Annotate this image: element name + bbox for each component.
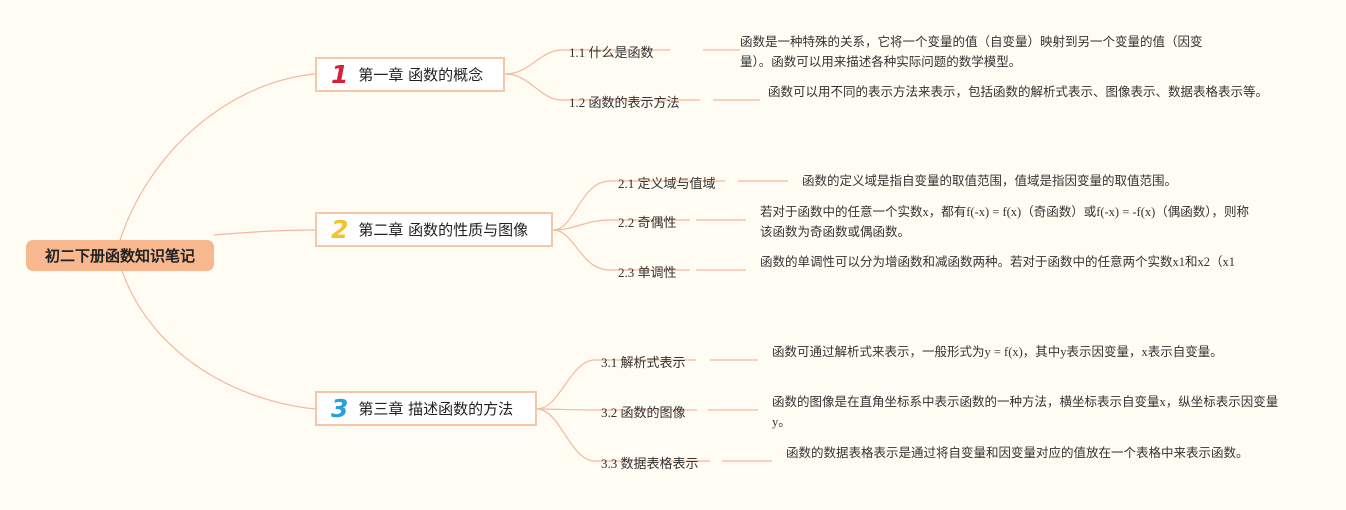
- chapter-number-1: 1: [331, 60, 349, 89]
- topic-1-1-desc: 函数是一种特殊的关系，它将一个变量的值（自变量）映射到另一个变量的值（因变量）。…: [740, 35, 1203, 69]
- link-ch3-t3: [536, 408, 710, 462]
- link-root-ch2: [213, 229, 316, 236]
- root-node[interactable]: 初二下册函数知识笔记: [26, 240, 214, 271]
- link-ch2-t3: [552, 229, 690, 271]
- chapter-2-node[interactable]: 2 第二章 函数的性质与图像: [315, 212, 553, 247]
- link-ch2-t2: [552, 219, 690, 231]
- chapter-3-title: 第三章 描述函数的方法: [358, 400, 514, 418]
- link-ch3-t1: [536, 359, 696, 410]
- root-title: 初二下册函数知识笔记: [44, 247, 195, 265]
- link-root-ch1: [119, 73, 316, 241]
- topic-3-3[interactable]: 3.3 数据表格表示: [601, 456, 699, 471]
- topic-2-2-desc: 若对于函数中的任意一个实数x，都有f(-x) = f(x)（奇函数）或f(-x)…: [760, 205, 1250, 239]
- chapter-number-2: 2: [331, 215, 349, 244]
- link-root-ch3: [121, 270, 316, 410]
- link-ch1-t1: [504, 49, 670, 75]
- topic-3-2[interactable]: 3.2 函数的图像: [601, 405, 686, 420]
- topic-1-2-desc: 函数可以用不同的表示方法来表示，包括函数的解析式表示、图像表示、数据表格表示等。: [768, 85, 1269, 99]
- topic-3-3-desc: 函数的数据表格表示是通过将自变量和因变量对应的值放在一个表格中来表示函数。: [786, 446, 1249, 460]
- chapter-2-title: 第二章 函数的性质与图像: [358, 221, 529, 239]
- topic-2-3[interactable]: 2.3 单调性: [618, 265, 677, 280]
- chapter-3-node[interactable]: 3 第三章 描述函数的方法: [315, 391, 537, 426]
- topic-3-1[interactable]: 3.1 解析式表示: [601, 355, 686, 370]
- chapter-1-node[interactable]: 1 第一章 函数的概念: [315, 57, 505, 92]
- link-ch3-t2: [536, 408, 697, 411]
- topic-2-3-desc: 函数的单调性可以分为增函数和减函数两种。若对于函数中的任意两个实数x1和x2（x…: [760, 255, 1236, 269]
- chapter-1-title: 第一章 函数的概念: [358, 66, 484, 84]
- link-ch1-t2: [504, 73, 700, 101]
- topic-2-1[interactable]: 2.1 定义域与值域: [618, 176, 716, 191]
- topic-1-1[interactable]: 1.1 什么是函数: [569, 45, 654, 60]
- topic-2-2[interactable]: 2.2 奇偶性: [618, 215, 677, 230]
- chapter-number-3: 3: [331, 394, 349, 423]
- link-ch2-t1: [552, 180, 725, 231]
- topic-2-1-desc: 函数的定义域是指自变量的取值范围，值域是指因变量的取值范围。: [802, 174, 1178, 188]
- topic-3-2-desc: 函数的图像是在直角坐标系中表示函数的一种方法，横坐标表示自变量x，纵坐标表示因变…: [772, 395, 1279, 429]
- topic-3-1-desc: 函数可通过解析式来表示，一般形式为y = f(x)，其中y表示因变量，x表示自变…: [772, 345, 1223, 359]
- topic-1-2[interactable]: 1.2 函数的表示方法: [569, 95, 680, 110]
